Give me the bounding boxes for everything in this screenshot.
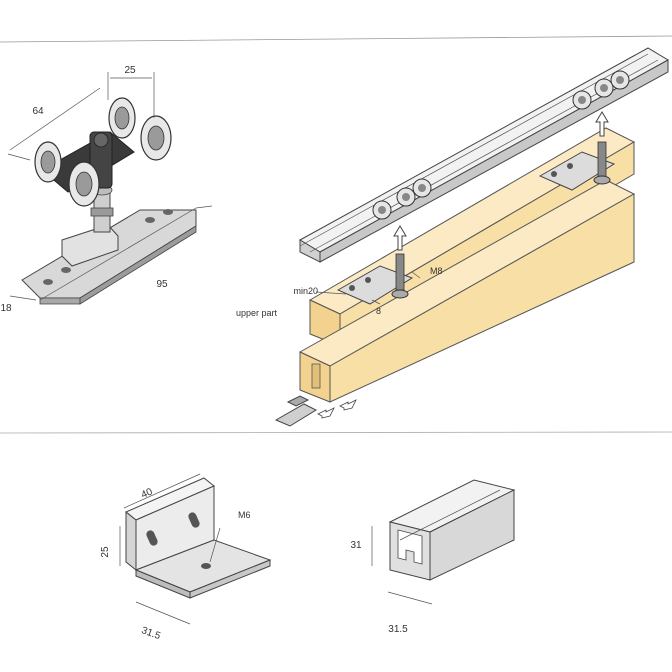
track-profile-illustration: 31 31.5 [350, 479, 516, 635]
bracket-hole-label: M6 [238, 510, 251, 520]
floor-guide [274, 395, 357, 427]
rail-trolley-left [372, 178, 432, 220]
l-bracket-illustration: 25 40 31.5 M6 [100, 473, 272, 642]
trolley-dim-depth: 64 [32, 106, 44, 117]
trolley-illustration: 25 64 95 18 [0, 65, 213, 314]
bracket-dim-height: 25 [100, 546, 111, 558]
trolley-wheel-back-right [140, 115, 172, 161]
trolley-wheel-front-left [34, 141, 62, 183]
panel-divider [0, 431, 672, 434]
trolley-stem [61, 184, 119, 267]
trolley-dim-plate-length: 95 [156, 279, 168, 290]
label-min-gap: min20 [293, 286, 318, 296]
bracket-dim-depth: 40 [140, 486, 155, 501]
rail-trolley-right [572, 70, 630, 110]
label-offset: 8 [376, 306, 381, 316]
track-dim-width: 31.5 [388, 624, 408, 635]
top-frame-line [0, 35, 672, 43]
trolley-dim-plate-width: 18 [0, 303, 12, 314]
insert-arrow-left [393, 225, 407, 251]
mounting-plate-right [538, 141, 616, 191]
trolley-dimensions [7, 72, 213, 301]
door-assembly: M8 min20 8 upper part [236, 47, 670, 427]
lower-door-panel [298, 179, 636, 403]
mounting-plate-left [336, 253, 414, 305]
label-bolt-size: M8 [430, 266, 443, 276]
bracket-dim-width: 31.5 [140, 625, 162, 642]
trolley-wheel-front-right [68, 161, 100, 207]
label-upper-part: upper part [236, 308, 278, 318]
trolley-dim-width: 25 [124, 65, 136, 76]
trolley-wheel-back-left [108, 97, 136, 139]
track-dim-height: 31 [350, 540, 362, 551]
trolley-base-plate [21, 209, 197, 305]
insert-arrow-right [595, 111, 609, 137]
